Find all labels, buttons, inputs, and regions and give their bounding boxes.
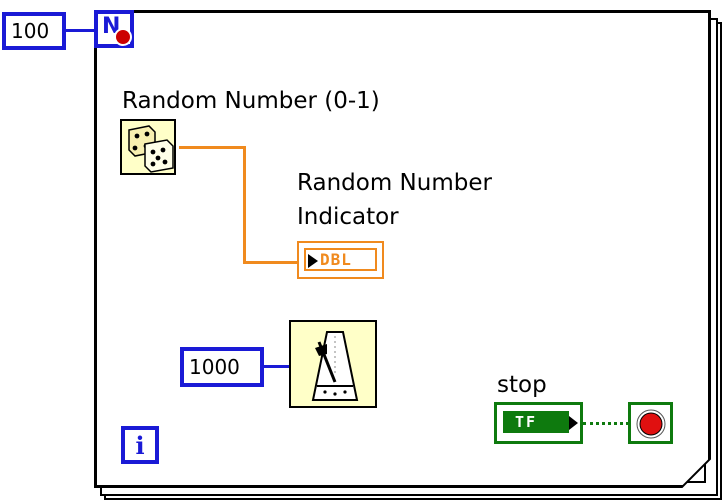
stop-type-text: TF [515, 413, 538, 431]
stop-sign-icon [636, 409, 666, 439]
indicator-type-box: DBL [304, 248, 377, 271]
dice-icon[interactable] [119, 118, 179, 178]
loop-count-constant[interactable]: 100 [2, 12, 66, 50]
wait-function[interactable] [289, 320, 377, 408]
stop-type-box: TF [503, 411, 569, 433]
stop-wire [583, 422, 629, 425]
metronome-icon [311, 331, 359, 401]
count-wire [66, 29, 94, 32]
loop-condition-terminal[interactable] [628, 402, 673, 444]
folded-corner-icon [681, 458, 711, 488]
iteration-symbol: i [135, 430, 145, 460]
stop-button-control[interactable]: TF [494, 402, 583, 444]
output-arrow-icon [569, 416, 578, 430]
stop-label: stop [497, 372, 547, 398]
indicator-type-text: DBL [320, 250, 352, 269]
loop-count-value: 100 [11, 19, 50, 43]
random-wire-h1 [179, 146, 245, 149]
random-number-indicator[interactable]: DBL [297, 241, 384, 279]
conditional-dot-icon [114, 28, 132, 46]
random-wire-h2 [243, 261, 299, 264]
count-terminal[interactable]: N [94, 10, 134, 48]
input-arrow-icon [308, 254, 318, 268]
wait-ms-constant[interactable]: 1000 [180, 347, 264, 387]
indicator-label-line2: Indicator [297, 204, 399, 230]
wait-ms-value: 1000 [189, 355, 240, 379]
for-loop-structure[interactable] [94, 10, 711, 488]
random-wire-v [243, 146, 246, 264]
wait-wire [264, 365, 290, 368]
indicator-label-line1: Random Number [297, 170, 492, 196]
iteration-terminal[interactable]: i [121, 426, 159, 464]
random-number-label: Random Number (0-1) [122, 88, 380, 114]
